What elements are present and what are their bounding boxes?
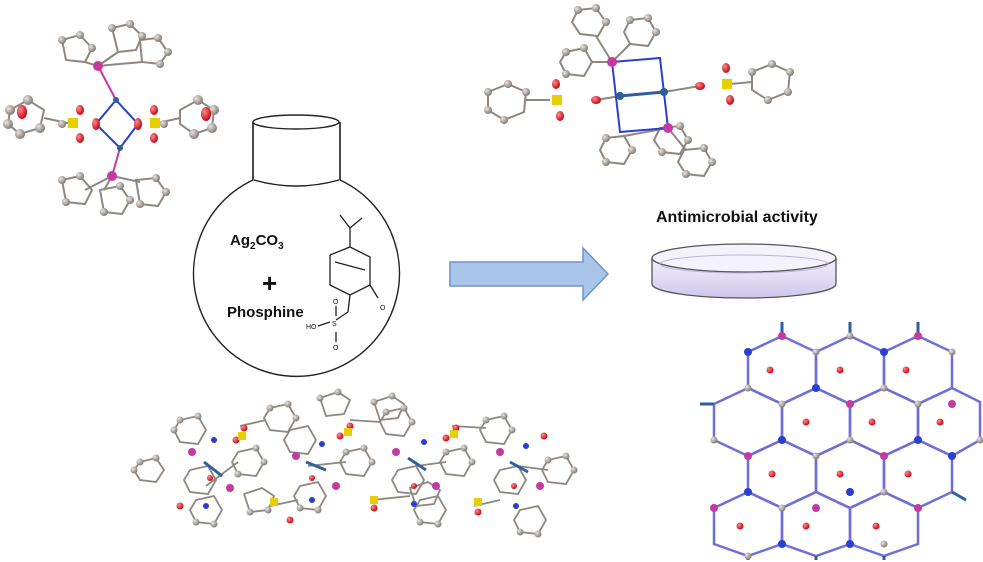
sulfonyl-oxygen-bottom-label: O xyxy=(333,345,339,352)
coordination-polymer-chain xyxy=(130,388,578,538)
reaction-arrow-icon xyxy=(449,246,610,302)
crystal-structure-dimer-right xyxy=(484,4,794,178)
hydroxyl-label: HO xyxy=(306,324,317,331)
honeycomb-network-structure xyxy=(700,322,983,560)
camphorsulfonic-acid-structure xyxy=(317,214,379,342)
ketone-oxygen-label: O xyxy=(380,305,386,312)
round-bottom-flask-icon xyxy=(192,114,401,378)
plus-sign: + xyxy=(262,268,277,298)
sulfur-label: S xyxy=(332,321,337,328)
reagent-phosphine: Phosphine xyxy=(227,304,304,321)
crystal-structure-dimer-left xyxy=(3,20,219,216)
reagent-silver-carbonate: Ag2CO3 xyxy=(230,232,284,252)
sulfonyl-oxygen-top-label: O xyxy=(333,299,339,306)
carbon-atoms-topleft xyxy=(3,20,219,216)
petri-dish-icon xyxy=(651,243,837,299)
antimicrobial-activity-label: Antimicrobial activity xyxy=(656,209,818,226)
